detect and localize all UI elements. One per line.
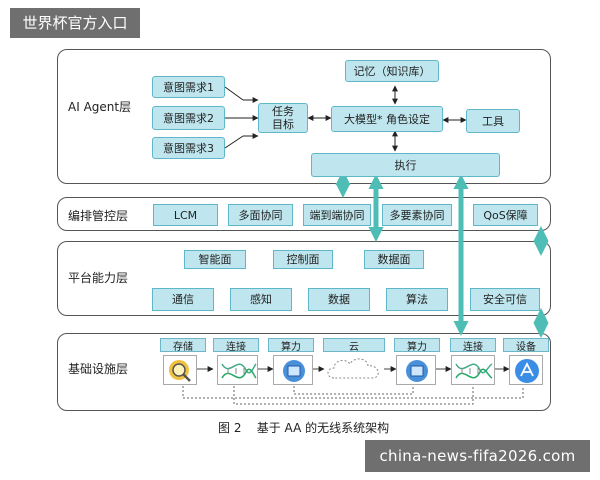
security-trust-box: 安全可信	[470, 288, 540, 311]
data-plane-box: 数据面	[364, 250, 424, 269]
chip-icon	[406, 360, 428, 382]
chip-icon	[283, 360, 305, 382]
control-plane-box: 控制面	[273, 250, 333, 269]
compute-caption-1: 算力	[268, 338, 314, 353]
platform-layer-label: 平台能力层	[68, 271, 129, 285]
memory-box: 记忆（知识库）	[345, 60, 439, 82]
device-tile	[509, 355, 543, 385]
intelligence-plane-box: 智能面	[184, 250, 246, 269]
device-caption: 设备	[503, 338, 549, 353]
intent-connectors	[224, 85, 467, 152]
dna-link-icon	[221, 363, 257, 379]
task-goal-box: 任务 目标	[258, 103, 308, 133]
intent-box-3: 意图需求3	[152, 137, 225, 159]
execute-box: 执行	[311, 153, 500, 177]
storage-tile	[163, 355, 197, 385]
task-goal-text: 任务 目标	[272, 105, 294, 131]
communication-box: 通信	[152, 288, 214, 311]
intent-box-2: 意图需求2	[152, 106, 225, 130]
app-store-icon	[515, 359, 539, 383]
compute-caption-2: 算力	[394, 338, 440, 353]
connect-caption-2: 连接	[450, 338, 496, 353]
algorithm-box: 算法	[386, 288, 448, 311]
storage-magnifier-icon	[169, 360, 191, 382]
connect-tile-2	[451, 355, 495, 385]
cloud-caption: 云	[323, 338, 385, 353]
thick-arrows	[335, 170, 549, 338]
multi-element-box: 多要素协同	[382, 204, 452, 226]
dna-link-icon	[455, 363, 493, 379]
tools-box: 工具	[466, 109, 520, 133]
lcm-box: LCM	[153, 204, 218, 226]
intent-box-1: 意图需求1	[152, 76, 225, 98]
multi-plane-box: 多面协同	[228, 204, 293, 226]
cloud-shape	[324, 354, 384, 386]
connect-tile-1	[217, 355, 258, 385]
compute-tile-2	[396, 355, 436, 385]
dotted-feedback	[182, 386, 524, 405]
qos-box: QoS保障	[473, 204, 538, 226]
storage-caption: 存储	[160, 338, 206, 353]
watermark-bottom: china-news-fifa2026.com	[365, 440, 590, 472]
compute-tile-1	[273, 355, 313, 385]
watermark-top: 世界杯官方入口	[10, 8, 140, 38]
cloud-icon	[327, 358, 379, 379]
infrastructure-layer-label: 基础设施层	[68, 362, 129, 376]
orchestration-layer-label: 编排管控层	[68, 209, 129, 223]
model-role-box: 大模型* 角色设定	[331, 106, 443, 132]
data-box: 数据	[308, 288, 370, 311]
end-to-end-box: 端到端协同	[303, 204, 371, 226]
figure-caption: 图 2 基于 AA 的无线系统架构	[218, 421, 390, 435]
sensing-box: 感知	[230, 288, 292, 311]
ai-agent-layer-label: AI Agent层	[68, 100, 132, 114]
connect-caption-1: 连接	[213, 338, 259, 353]
